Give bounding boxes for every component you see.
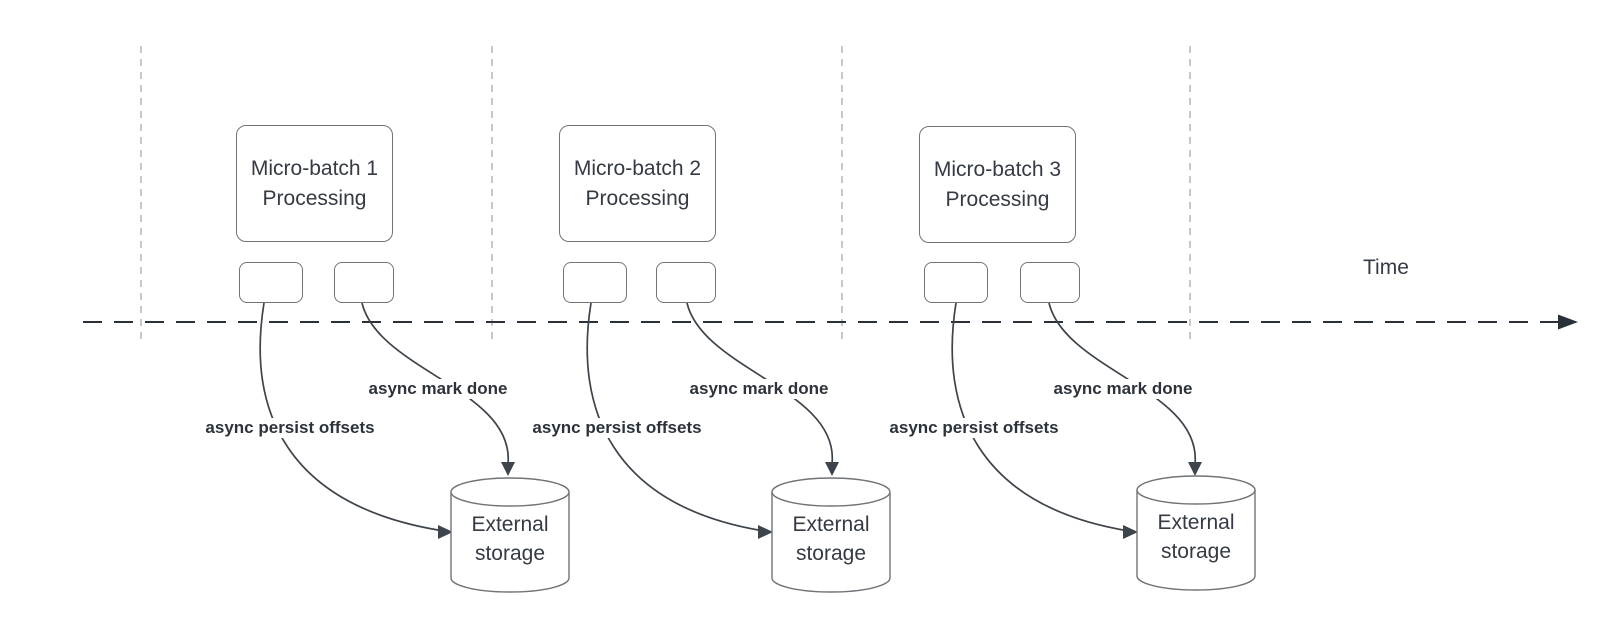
micro-batch-1-title-line2: Processing — [262, 186, 367, 210]
mark-done-mini-box-1 — [334, 262, 394, 303]
mark-done-label-2: async mark done — [686, 379, 832, 399]
external-storage-label-1-line2: storage — [474, 542, 546, 565]
external-storage-cylinder-1 — [450, 477, 570, 593]
cylinder-body-1 — [450, 492, 570, 593]
micro-batch-2-title: Micro-batch 2 Processing — [574, 154, 701, 214]
external-storage-cylinder-3 — [1136, 475, 1256, 591]
micro-batch-1-title: Micro-batch 1 Processing — [251, 154, 378, 214]
external-storage-label-2-line2: storage — [795, 542, 867, 565]
micro-batch-3-title-line1: Micro-batch 3 — [933, 157, 1062, 181]
mark-done-label-1: async mark done — [365, 379, 511, 399]
persist-offsets-mini-box-2 — [563, 262, 627, 303]
external-storage-cylinder-2 — [771, 477, 891, 593]
micro-batch-3-title-line2: Processing — [945, 187, 1050, 211]
persist-offsets-label-1: async persist offsets — [202, 418, 378, 438]
persist-arrowhead-icon-2 — [758, 525, 773, 539]
persist-arrowhead-icon-1 — [438, 525, 453, 539]
micro-batch-1-title-line1: Micro-batch 1 — [250, 156, 379, 180]
persist-offsets-label-2: async persist offsets — [529, 418, 705, 438]
external-storage-label-3-line1: External — [1157, 511, 1235, 534]
persist-offsets-label-3: async persist offsets — [886, 418, 1062, 438]
micro-batch-2-title-line1: Micro-batch 2 — [573, 156, 702, 180]
persist-offsets-mini-box-3 — [924, 262, 988, 303]
persist-arrowhead-icon-3 — [1123, 525, 1138, 539]
mark-done-mini-box-3 — [1020, 262, 1080, 303]
cylinder-body-3 — [1136, 490, 1256, 591]
micro-batch-3-box: Micro-batch 3 Processing — [919, 126, 1076, 243]
time-axis — [83, 314, 1578, 330]
mark-done-label-3: async mark done — [1050, 379, 1196, 399]
mark-arrowhead-icon-1 — [501, 462, 515, 476]
micro-batch-1-box: Micro-batch 1 Processing — [236, 125, 393, 242]
external-storage-label-3-line2: storage — [1160, 540, 1232, 563]
cylinder-top-3 — [1136, 475, 1256, 505]
persist-offsets-arrow-3 — [951, 302, 1130, 532]
mark-arrowhead-icon-2 — [825, 462, 839, 476]
time-axis-label: Time — [1363, 256, 1409, 279]
persist-offsets-arrow-2 — [586, 302, 765, 532]
time-axis-arrowhead-icon — [1558, 314, 1578, 330]
mark-done-mini-box-2 — [656, 262, 716, 303]
external-storage-label-3: External storage — [1137, 508, 1255, 566]
external-storage-label-1-line1: External — [471, 513, 549, 536]
external-storage-label-2-line1: External — [792, 513, 870, 536]
persist-offsets-arrow-1 — [259, 302, 445, 532]
cylinder-body-2 — [771, 492, 891, 593]
mark-arrowhead-icon-3 — [1188, 462, 1202, 476]
external-storage-label-1: External storage — [451, 510, 569, 568]
persist-offsets-mini-box-1 — [239, 262, 303, 303]
external-storage-label-2: External storage — [772, 510, 890, 568]
micro-batch-2-box: Micro-batch 2 Processing — [559, 125, 716, 242]
micro-batch-3-title: Micro-batch 3 Processing — [934, 155, 1061, 215]
micro-batch-2-title-line2: Processing — [585, 186, 690, 210]
cylinder-top-1 — [450, 477, 570, 507]
cylinder-top-2 — [771, 477, 891, 507]
